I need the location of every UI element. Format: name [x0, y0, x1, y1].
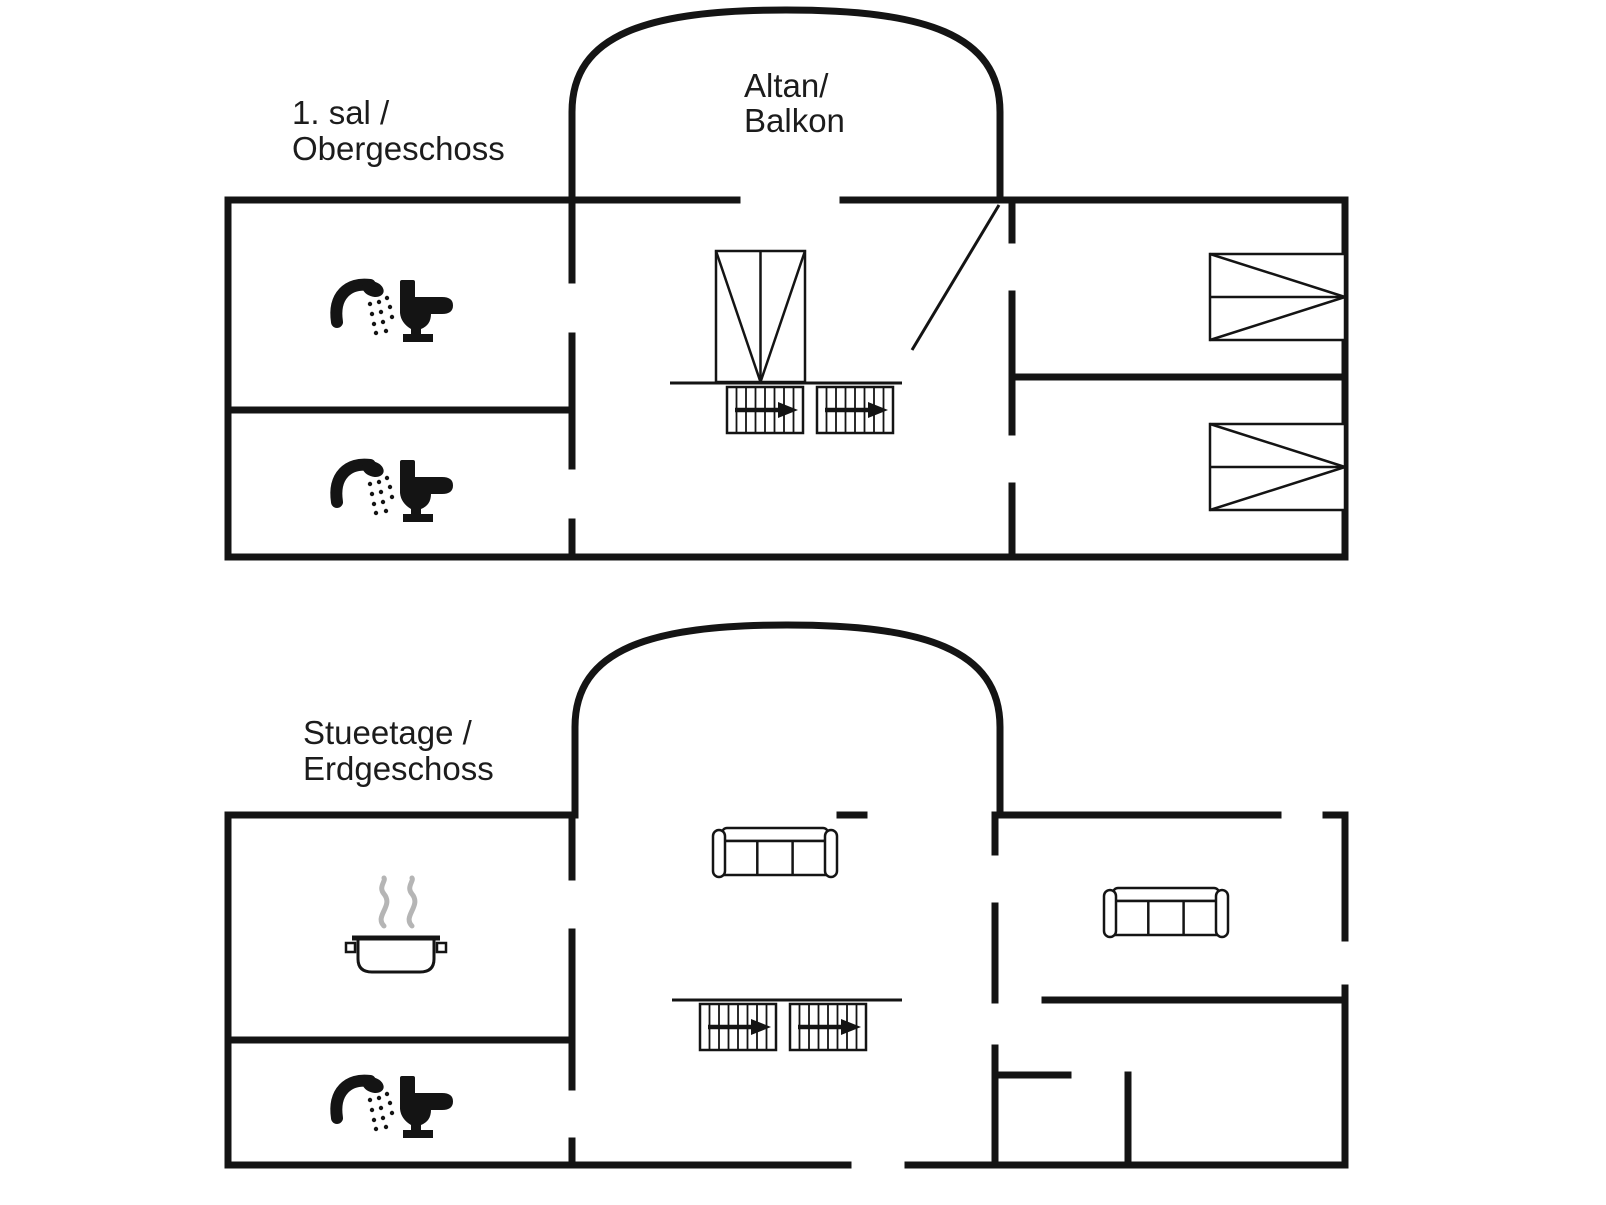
balcony-door-swing [910, 204, 1001, 351]
sofa-icon [711, 826, 839, 879]
upper-floor-label-line1: 1. sal / [292, 94, 390, 131]
upper-floor-label-line2: Obergeschoss [292, 130, 505, 167]
stairs-icon [817, 387, 893, 433]
sofa-icon [1102, 886, 1230, 939]
ground-floor-plan: Stueetage / Erdgeschoss [224, 621, 1349, 1169]
terrace-outline [571, 621, 1004, 814]
ground-floor-label-line2: Erdgeschoss [303, 750, 494, 787]
bed-icon [1208, 422, 1347, 512]
stairs-icon [727, 387, 803, 433]
balcony-label-line1: Altan/ [744, 67, 829, 104]
cooking-pot-icon [346, 938, 446, 972]
wardrobe-icon [714, 249, 807, 384]
stairs-icon [790, 1004, 866, 1050]
stairs-icon [700, 1004, 776, 1050]
bed-icon [1208, 252, 1347, 342]
ground-floor-label-line1: Stueetage / [303, 714, 473, 751]
ground-floor-walls [224, 811, 1349, 1169]
balcony-label-line2: Balkon [744, 102, 845, 139]
upper-floor-plan: 1. sal / Obergeschoss Altan/ Balkon [224, 6, 1349, 561]
balcony-outline [568, 6, 1004, 199]
